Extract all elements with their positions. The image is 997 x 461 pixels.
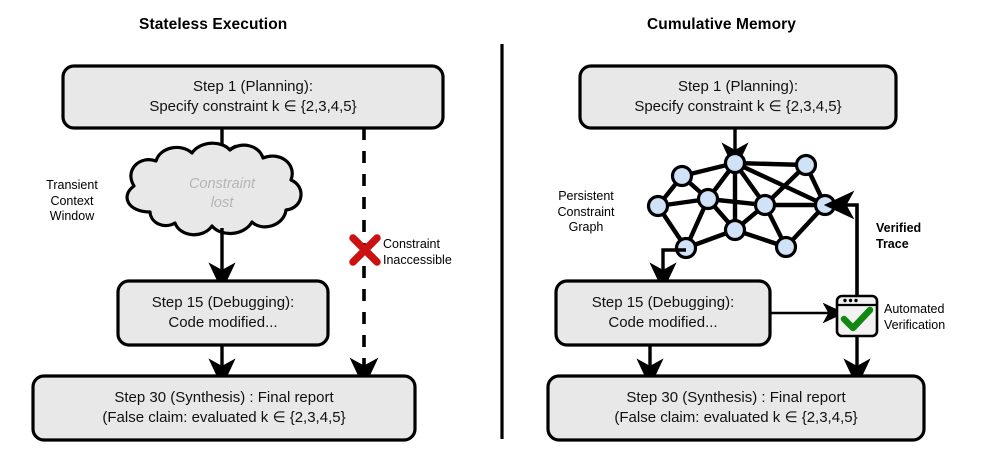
persistent-constraint-graph-label: Persistent Constraint Graph bbox=[531, 189, 641, 236]
graph-node bbox=[774, 235, 798, 259]
transient-line2: Context bbox=[50, 193, 94, 208]
constraint-inaccessible-label: Constraint Inaccessible bbox=[383, 237, 495, 268]
left-cloud-label: Constraint lost bbox=[152, 175, 292, 213]
verified-trace-label: Verified Trace bbox=[876, 221, 966, 252]
graph-label-line1: Persistent bbox=[558, 189, 614, 203]
right-step30-box bbox=[546, 374, 926, 442]
left-panel-title: Stateless Execution bbox=[139, 16, 288, 33]
left-step15-box bbox=[116, 279, 330, 347]
right-arrow-verified-trace bbox=[823, 190, 859, 296]
graph-node bbox=[794, 153, 818, 177]
left-step1-box bbox=[61, 64, 445, 130]
graph-node bbox=[670, 164, 694, 188]
left-cloud-line2: lost bbox=[210, 194, 234, 211]
right-step1-box bbox=[578, 64, 898, 130]
inaccessible-line1: Constraint bbox=[383, 237, 440, 251]
inaccessible-line2: Inaccessible bbox=[383, 252, 452, 267]
graph-node bbox=[646, 194, 670, 218]
left-step30-box bbox=[31, 374, 417, 442]
transient-context-window-label: Transient Context Window bbox=[22, 178, 122, 225]
graph-label-line2: Constraint bbox=[557, 204, 615, 219]
window-checkmark-icon bbox=[835, 294, 879, 338]
graph-node bbox=[674, 236, 698, 260]
graph-node bbox=[696, 187, 720, 211]
graph-node bbox=[723, 151, 747, 175]
right-step15-box bbox=[554, 279, 772, 347]
graph-node bbox=[723, 218, 747, 242]
red-x-icon bbox=[349, 234, 381, 266]
automated-line2: Verification bbox=[884, 317, 946, 332]
graph-label-line3: Graph bbox=[568, 220, 604, 235]
transient-line3: Window bbox=[49, 209, 95, 224]
transient-line1: Transient bbox=[46, 178, 98, 192]
automated-line1: Automated bbox=[884, 302, 945, 316]
right-arrow-graph-to-step15 bbox=[649, 248, 686, 292]
left-cloud-line1: Constraint bbox=[188, 176, 256, 192]
right-panel-title: Cumulative Memory bbox=[647, 16, 796, 33]
verified-trace-line2: Trace bbox=[876, 236, 909, 251]
left-cloud-shape bbox=[125, 141, 303, 237]
automated-verification-label: Automated Verification bbox=[884, 302, 994, 333]
graph-node bbox=[753, 193, 777, 217]
verified-trace-line1: Verified bbox=[876, 221, 922, 235]
graph-node bbox=[813, 193, 837, 217]
